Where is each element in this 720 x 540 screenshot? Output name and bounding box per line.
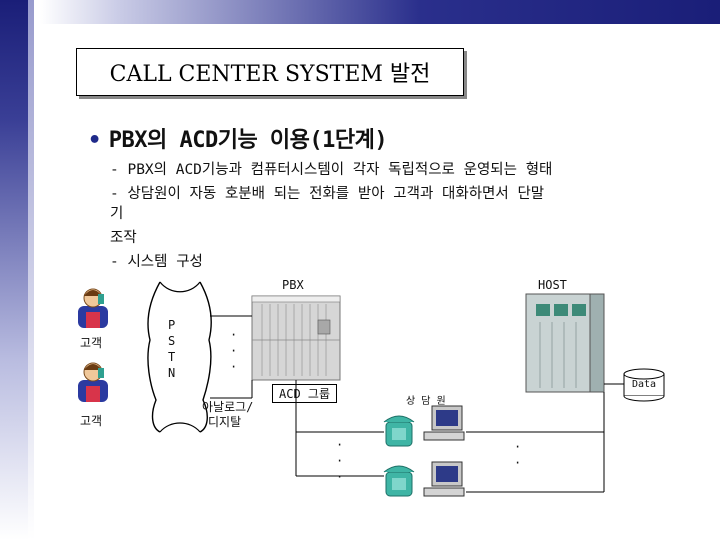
- customer-person-icon-2: [78, 362, 108, 402]
- left-gradient-accent: [28, 0, 34, 540]
- acd-group-label: ACD 그룹: [272, 384, 337, 403]
- dot-6: ·: [336, 470, 344, 484]
- telephone-icon-1: [383, 415, 415, 447]
- customer-label-1: 고객: [80, 336, 103, 350]
- body-line-5: - 시스템 구성: [110, 254, 203, 270]
- pstn-letter-n: N: [168, 366, 176, 380]
- data-label: Data: [632, 379, 657, 390]
- customer-label-2: 고객: [80, 414, 103, 428]
- bullet-heading: • PBX의 ACD기능 이용(1단계): [88, 122, 388, 154]
- body-line-4: 조작: [110, 230, 137, 246]
- agent-label: 상 담 원: [406, 396, 446, 407]
- telephone-icon-2: [383, 465, 415, 497]
- body-line-2: - 상담원이 자동 호분배 되는 전화를 받아 고객과 대화하면서 단말: [110, 186, 545, 202]
- body-line-1: - PBX의 ACD기능과 컴퓨터시스템이 각자 독립적으로 운영되는 형태: [110, 162, 553, 178]
- pstn-cloud-shape: [147, 281, 212, 433]
- body-line-3: 기: [110, 206, 124, 222]
- dot-3: ·: [230, 360, 238, 374]
- computer-terminal-icon-2: [423, 461, 465, 497]
- pstn-letter-p: P: [168, 318, 176, 332]
- pstn-cloud-inner: [159, 281, 201, 433]
- top-gradient-bar: [0, 0, 720, 24]
- analog-digital-label-1: 아날로그/: [202, 400, 254, 414]
- dot-8: ·: [514, 456, 522, 470]
- host-label: HOST: [538, 278, 567, 292]
- dot-7: ·: [514, 440, 522, 454]
- bullet-text: PBX의 ACD기능 이용(1단계): [108, 128, 388, 153]
- slide-title-text: CALL CENTER SYSTEM 발전: [109, 62, 431, 87]
- pbx-cabinet-icon: [251, 295, 341, 381]
- dot-5: ·: [336, 454, 344, 468]
- connection-lines: [210, 315, 624, 493]
- bullet-dot-icon: •: [88, 128, 101, 153]
- pbx-label: PBX: [282, 278, 304, 292]
- database-cylinder-icon: [623, 368, 665, 402]
- left-gradient-bar: [0, 0, 28, 540]
- host-server-icon: [525, 293, 605, 393]
- dot-4: ·: [336, 438, 344, 452]
- computer-terminal-icon-1: [423, 405, 465, 441]
- dot-2: ·: [230, 344, 238, 358]
- pstn-letter-s: S: [168, 334, 176, 348]
- slide-title: CALL CENTER SYSTEM 발전: [76, 48, 464, 96]
- dot-1: ·: [230, 328, 238, 342]
- analog-digital-label-2: 디지탈: [208, 415, 242, 429]
- customer-person-icon-1: [78, 288, 108, 328]
- pstn-letter-t: T: [168, 350, 176, 364]
